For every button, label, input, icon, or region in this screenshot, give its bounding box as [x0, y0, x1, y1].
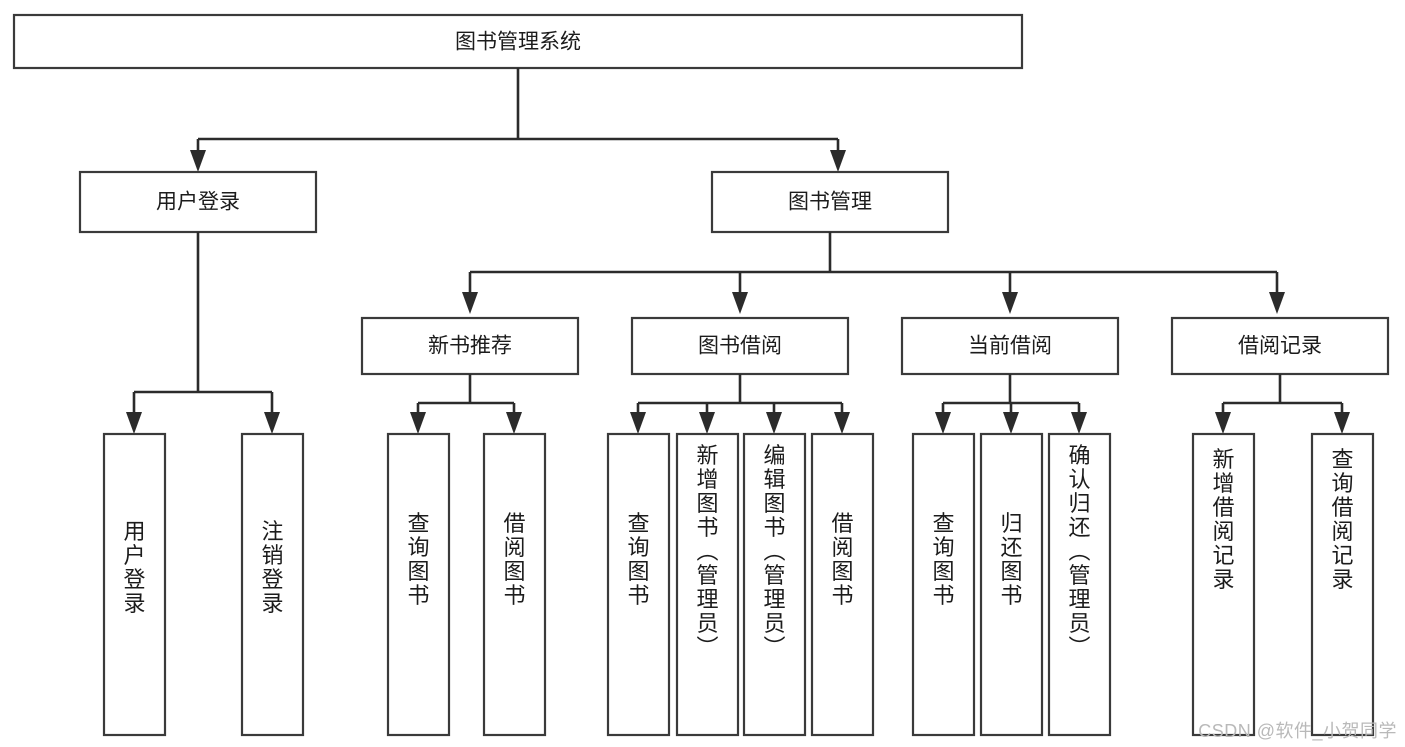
node-user-login[interactable]: 用户登录: [78, 170, 318, 234]
node-current-borrow-box: [900, 316, 1120, 376]
connector-book-manage-to-level2: [462, 232, 1285, 314]
leaf-borrow-book-1-box[interactable]: [482, 432, 547, 737]
leaf-query-book-1-box[interactable]: [386, 432, 451, 737]
leaf-query-record-box[interactable]: [1310, 432, 1375, 737]
node-book-manage-label: 图书管理: [788, 191, 872, 214]
connector-new-book-rec-to-leaves: [410, 374, 522, 434]
leaf-boxes: [102, 432, 1375, 737]
leaf-user-login-box[interactable]: [102, 432, 167, 737]
leaf-confirm-return-box[interactable]: [1047, 432, 1112, 737]
connector-book-borrow-to-leaves: [630, 374, 850, 434]
leaf-edit-book-box[interactable]: [742, 432, 807, 737]
node-book-borrow-label: 图书借阅: [698, 335, 782, 358]
leaf-return-book-box[interactable]: [979, 432, 1044, 737]
node-new-book-rec-label: 新书推荐: [428, 335, 512, 358]
leaf-query-book-2-box[interactable]: [606, 432, 671, 737]
node-user-login-box: [78, 170, 318, 234]
node-borrow-record-label: 借阅记录: [1238, 335, 1322, 358]
connector-root-to-level1: [190, 68, 846, 172]
node-new-book-rec[interactable]: 新书推荐: [360, 316, 580, 376]
node-book-borrow[interactable]: 图书借阅: [630, 316, 850, 376]
connector-borrow-record-to-leaves: [1215, 374, 1350, 434]
node-book-manage[interactable]: 图书管理: [710, 170, 950, 234]
connector-user-login-to-leaves: [126, 232, 280, 434]
node-user-login-label: 用户登录: [156, 191, 240, 214]
leaf-borrow-book-2-box[interactable]: [810, 432, 875, 737]
csdn-watermark: CSDN @软件_小贺同学: [1198, 721, 1397, 741]
node-current-borrow-label: 当前借阅: [968, 335, 1052, 358]
node-new-book-rec-box: [360, 316, 580, 376]
node-borrow-record[interactable]: 借阅记录: [1170, 316, 1390, 376]
connector-current-borrow-to-leaves: [935, 374, 1087, 434]
leaf-query-book-3-box[interactable]: [911, 432, 976, 737]
leaf-user-logout-box[interactable]: [240, 432, 305, 737]
node-root-label: 图书管理系统: [455, 31, 581, 54]
node-root-box: [12, 13, 1024, 70]
node-current-borrow[interactable]: 当前借阅: [900, 316, 1120, 376]
node-root[interactable]: 图书管理系统: [12, 13, 1024, 70]
leaf-add-book-box[interactable]: [675, 432, 740, 737]
leaf-add-record-box[interactable]: [1191, 432, 1256, 737]
